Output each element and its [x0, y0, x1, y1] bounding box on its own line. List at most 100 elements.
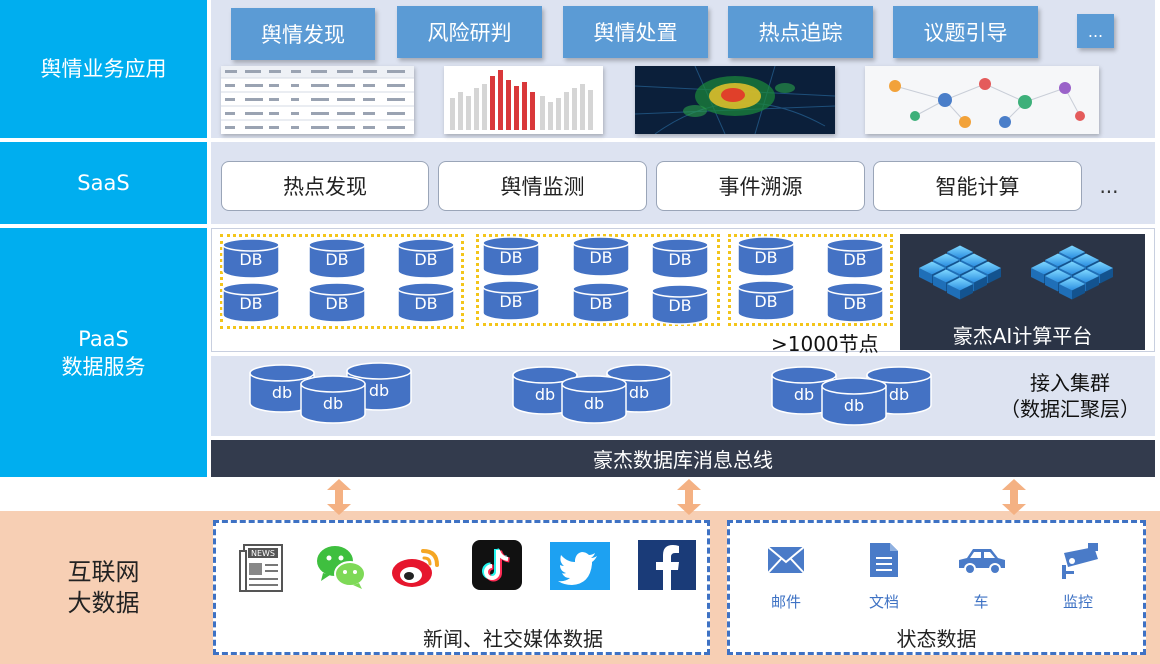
db-cylinder-upper-16: DB	[826, 282, 884, 324]
ai-platform-label: 豪杰AI计算平台	[952, 324, 1093, 348]
server-cube-9	[947, 277, 973, 300]
db-cylinder-upper-14: DB	[826, 238, 884, 280]
db-group-3	[728, 234, 893, 326]
db-cylinder-upper-9-label: DB	[668, 250, 692, 269]
camera-caption: 监控	[1062, 593, 1093, 611]
db-cylinder-upper-9-shape	[651, 238, 709, 279]
car-caption: 车	[973, 593, 989, 611]
db-cylinder-upper-4-label: DB	[239, 294, 263, 313]
db-cylinder-lower-6-shape	[561, 375, 627, 424]
db-cylinder-lower-1-shape	[249, 364, 315, 413]
document-icon[interactable]	[868, 541, 900, 579]
access-cluster-label: 接入集群 （数据汇聚层）	[985, 370, 1155, 422]
db-cylinder-lower-1: db	[249, 364, 315, 414]
db-cylinder-lower-2-label: db	[368, 381, 390, 400]
db-cylinder-upper-14-label: DB	[843, 250, 867, 269]
layer-label-internet: 互联网 大数据	[0, 511, 207, 664]
app-button-hotspot[interactable]: 热点追踪	[728, 6, 873, 58]
db-cylinder-upper-15-label: DB	[754, 292, 778, 311]
layer-paas-text-1: PaaS	[78, 326, 129, 351]
app-button-handle[interactable]: 舆情处置	[563, 6, 708, 58]
db-cylinder-upper-5-shape	[308, 282, 366, 323]
double-arrow-icon-2	[677, 479, 701, 515]
layer-internet-text-2: 大数据	[67, 588, 140, 617]
db-cylinder-lower-9-shape	[821, 377, 887, 426]
db-cylinder-upper-1-shape	[222, 238, 280, 279]
db-cylinder-upper-4-shape	[222, 282, 280, 323]
db-cylinder-upper-16-label: DB	[843, 294, 867, 313]
message-bus: 豪杰数据库消息总线	[211, 440, 1155, 477]
db-cylinder-lower-3-label: db	[322, 394, 344, 413]
db-cylinder-upper-3: DB	[397, 238, 455, 280]
access-cluster-line-1: 接入集群	[1030, 371, 1110, 395]
db-cylinder-upper-12-shape	[651, 284, 709, 325]
db-cylinder-upper-13-shape	[737, 236, 795, 277]
app-button-topic[interactable]: 议题引导	[893, 6, 1038, 58]
layer-saas-text: SaaS	[77, 171, 130, 195]
db-cylinder-upper-15-shape	[737, 280, 795, 321]
db-cylinder-lower-9-label: db	[843, 396, 865, 415]
layer-label-app: 舆情业务应用	[0, 0, 207, 138]
db-cylinder-upper-10: DB	[482, 280, 540, 322]
app-button-risk[interactable]: 风险研判	[397, 6, 542, 58]
table-thumbnail-graphic	[221, 66, 414, 134]
news-icon-text: NEWS	[251, 549, 275, 558]
db-cylinder-lower-1-label: db	[271, 383, 293, 402]
mail-caption: 邮件	[770, 593, 801, 611]
db-cylinder-lower-9: db	[821, 377, 887, 427]
db-cylinder-upper-9: DB	[651, 238, 709, 280]
ai-servers-icon	[919, 245, 1113, 300]
db-cylinder-upper-11-label: DB	[589, 294, 613, 313]
db-cylinder-upper-2-shape	[308, 238, 366, 279]
saas-button-monitor[interactable]: 舆情监测	[438, 161, 647, 211]
state-sources-box	[727, 520, 1146, 655]
mail-icon[interactable]	[767, 544, 805, 574]
layer-internet-text-1: 互联网	[67, 557, 140, 586]
db-cylinder-lower-3-shape	[300, 375, 366, 424]
news-icon[interactable]: NEWS	[238, 543, 286, 593]
db-cylinder-upper-1-label: DB	[239, 250, 263, 269]
layer-label-saas: SaaS	[0, 142, 207, 224]
db-cylinder-upper-2: DB	[308, 238, 366, 280]
weibo-icon[interactable]	[390, 541, 442, 591]
network-thumbnail	[865, 66, 1099, 134]
db-cylinder-lower-7: db	[771, 366, 837, 416]
document-caption: 文档	[868, 593, 899, 611]
camera-icon[interactable]	[1058, 541, 1100, 581]
db-cylinder-upper-7-label: DB	[499, 248, 523, 267]
saas-button-hotspot[interactable]: 热点发现	[221, 161, 429, 211]
layer-app-text: 舆情业务应用	[40, 57, 167, 81]
layer-paas-text-2: 数据服务	[61, 354, 146, 379]
db-cylinder-upper-3-label: DB	[414, 250, 438, 269]
tiktok-icon[interactable]	[472, 540, 522, 590]
saas-button-trace[interactable]: 事件溯源	[656, 161, 865, 211]
saas-button-compute[interactable]: 智能计算	[873, 161, 1082, 211]
heatmap-thumbnail-graphic	[635, 66, 835, 134]
app-button-discover[interactable]: 舆情发现	[231, 8, 375, 60]
network-thumbnail-graphic	[865, 66, 1099, 134]
db-cylinder-upper-8-shape	[572, 236, 630, 277]
car-icon[interactable]	[955, 544, 1007, 576]
twitter-icon[interactable]	[550, 542, 610, 590]
db-cylinder-lower-3: db	[300, 375, 366, 425]
db-cylinder-upper-16-shape	[826, 282, 884, 323]
db-cylinder-upper-7: DB	[482, 236, 540, 278]
db-cylinder-upper-15: DB	[737, 280, 795, 322]
app-button-more[interactable]: ...	[1077, 14, 1114, 48]
db-cylinder-upper-13: DB	[737, 236, 795, 278]
db-cylinder-upper-6-shape	[397, 282, 455, 323]
layer-label-paas: PaaS 数据服务	[0, 228, 207, 477]
db-cylinder-upper-12-label: DB	[668, 296, 692, 315]
heatmap-thumbnail	[635, 66, 835, 134]
bar-chart-thumbnail-graphic	[450, 70, 593, 130]
state-sources-caption: 状态数据	[896, 627, 977, 651]
db-cylinder-upper-10-shape	[482, 280, 540, 321]
db-cylinder-lower-8-label: db	[888, 385, 910, 404]
wechat-icon[interactable]	[315, 543, 367, 591]
facebook-icon[interactable]	[638, 540, 696, 590]
table-thumbnail	[221, 66, 414, 134]
db-cylinder-upper-5: DB	[308, 282, 366, 324]
db-cylinder-upper-8: DB	[572, 236, 630, 278]
db-cylinder-upper-8-label: DB	[589, 248, 613, 267]
db-cylinder-upper-14-shape	[826, 238, 884, 279]
